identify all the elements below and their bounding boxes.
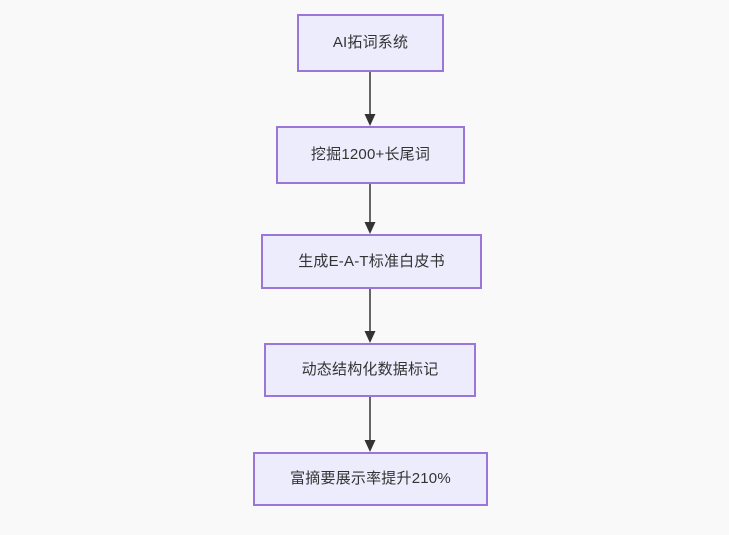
flowchart-edge-n4-n5 [361, 397, 379, 452]
flowchart-node-n3[interactable]: 生成E-A-T标准白皮书 [261, 234, 482, 289]
flowchart-node-label: AI拓词系统 [332, 34, 409, 51]
flowchart-node-n1[interactable]: AI拓词系统 [297, 14, 444, 72]
flowchart-node-label: 动态结构化数据标记 [301, 361, 439, 378]
flowchart-node-label: 富摘要展示率提升210% [290, 470, 451, 487]
flowchart-node-label: 生成E-A-T标准白皮书 [298, 252, 445, 270]
flowchart-node-n5[interactable]: 富摘要展示率提升210% [253, 452, 488, 506]
flowchart-node-n4[interactable]: 动态结构化数据标记 [264, 343, 476, 397]
flowchart-edge-n2-n3 [361, 184, 379, 234]
flowchart-edge-n1-n2 [361, 72, 379, 126]
flowchart-edge-n3-n4 [361, 289, 379, 343]
flowchart-node-n2[interactable]: 挖掘1200+长尾词 [276, 126, 465, 184]
flowchart-node-label: 挖掘1200+长尾词 [310, 146, 431, 163]
